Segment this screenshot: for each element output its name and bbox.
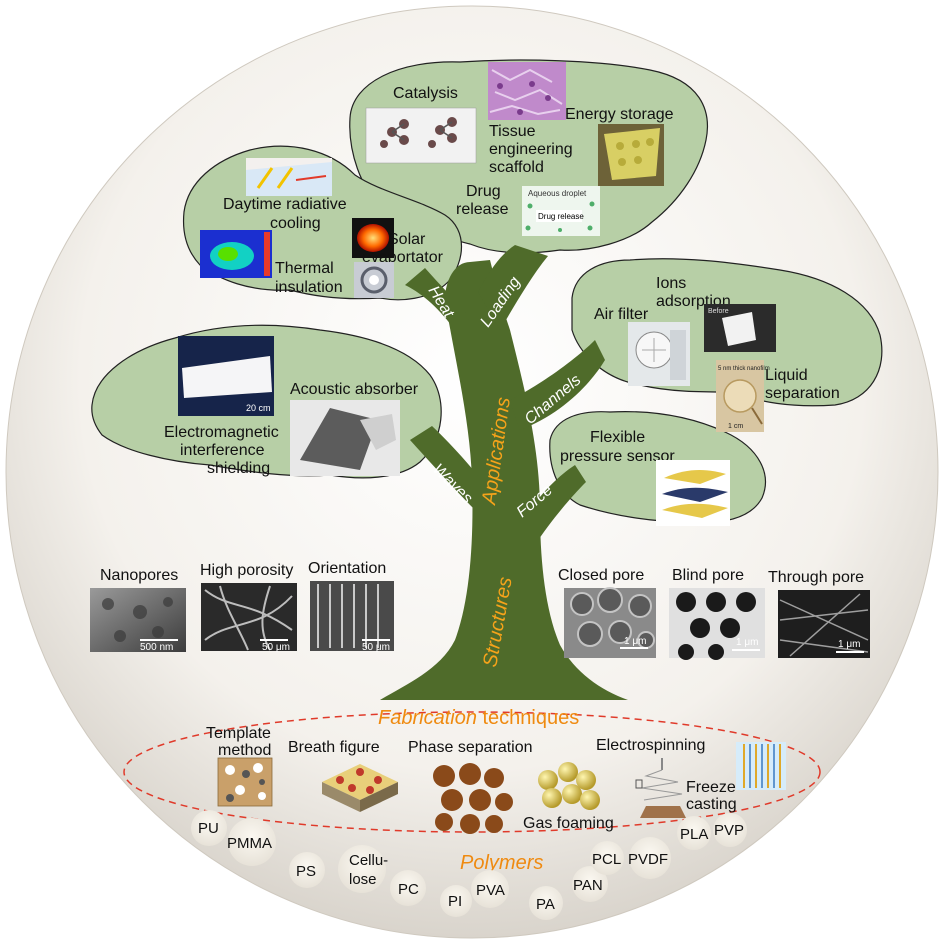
through-pore-scale: 1 μm [838, 639, 860, 650]
porosity-label: High porosity [200, 562, 293, 579]
polymer-ps: PS [296, 863, 316, 880]
polymer-pvp: PVP [714, 822, 744, 839]
air-filter-label: Air filter [594, 306, 649, 323]
emi-scale: 20 cm [246, 403, 271, 413]
polymer-pmma: PMMA [227, 835, 272, 852]
blind-pore-scale: 1 μm [736, 637, 758, 648]
polymer-pva: PVA [476, 882, 505, 899]
thermal-image [200, 230, 272, 278]
energy-storage-image [598, 124, 664, 186]
breath-figure-image [322, 764, 398, 812]
breath-figure-label: Breath figure [288, 739, 380, 756]
template-label: Template method [206, 725, 275, 759]
energy-storage-label: Energy storage [565, 106, 674, 123]
ions-before-caption: Before [708, 308, 729, 315]
polymer-pa: PA [536, 896, 555, 913]
liquid-scale: 1 cm [728, 423, 743, 430]
freeze-casting-image [736, 742, 786, 790]
flexible-sensor-label: Flexible pressure sensor [560, 429, 675, 465]
liquid-separation-label: Liquid separation [765, 367, 840, 402]
through-pore-label: Through pore [768, 569, 864, 586]
polymer-pvdf: PVDF [628, 851, 668, 868]
fabrication-title: Fabrication techniques [378, 707, 579, 729]
solar-image [352, 218, 394, 258]
blind-pore-label: Blind pore [672, 567, 744, 584]
nanopores-label: Nanopores [100, 567, 178, 584]
acoustic-label: Acoustic absorber [290, 381, 419, 398]
template-method-image [217, 757, 273, 807]
flexible-sensor-image [656, 460, 730, 526]
emi-image: 20 cm [178, 336, 274, 416]
polymer-pan: PAN [573, 877, 603, 894]
polymer-bubbles [191, 810, 747, 920]
electrospinning-image [635, 758, 686, 818]
freeze-casting-label: Freeze casting [686, 779, 740, 813]
drug-release-image: Aqueous droplet Drug release [522, 186, 600, 236]
orientation-label: Orientation [308, 560, 386, 577]
tree [380, 245, 628, 700]
drug-release-label: Drug release [456, 183, 509, 218]
branch-loading [478, 245, 548, 330]
porosity-scale: 50 μm [262, 642, 290, 653]
polymer-pi: PI [448, 893, 462, 910]
polymer-pla: PLA [680, 826, 708, 843]
solar-label: Solar evaportator [362, 231, 444, 266]
polymer-pc: PC [398, 881, 419, 898]
polymer-pu: PU [198, 820, 219, 837]
drug-droplet-caption: Aqueous droplet [528, 189, 587, 198]
phase-separation-image [433, 763, 513, 834]
polymer-cellulose: Cellu- lose [349, 852, 392, 888]
tissue-label: Tissue engineering scaffold [489, 123, 577, 176]
closed-pore-scale: 1 μm [624, 636, 646, 647]
catalysis-image [365, 107, 477, 164]
fabrication-title-rest: techniques [477, 707, 579, 729]
ions-image: Before [704, 304, 776, 352]
structure-closed-pore: Closed pore 1 μm [558, 567, 656, 658]
thermal-label: Thermal insulation [275, 260, 343, 296]
tissue-scaffold-image [488, 62, 566, 120]
structure-blind-pore: Blind pore 1 μm [669, 567, 765, 660]
liquid-separation-image: 5 nm thick nanofilm 1 cm [716, 360, 770, 432]
structure-orientation: Orientation 50 μm [308, 560, 394, 653]
liquid-caption: 5 nm thick nanofilm [718, 366, 770, 372]
branch-force [520, 465, 586, 545]
catalysis-label: Catalysis [393, 85, 458, 102]
closed-pore-label: Closed pore [558, 567, 644, 584]
nanopores-scale: 500 nm [140, 642, 173, 653]
phase-separation-label: Phase separation [408, 739, 533, 756]
drug-release-caption: Drug release [538, 212, 584, 221]
solar-device-image [354, 262, 394, 298]
gas-foaming-image [538, 762, 600, 810]
gas-foaming-label: Gas foaming [523, 815, 614, 832]
fabrication-title-italic: Fabrication [378, 707, 477, 729]
daytime-cooling-image [246, 158, 332, 196]
structure-high-porosity: High porosity 50 μm [200, 562, 297, 653]
tree-trunk [380, 260, 628, 700]
branch-channels [510, 340, 605, 430]
branch-heat [405, 268, 470, 330]
polymers-title: Polymers [460, 852, 543, 874]
structure-nanopores: Nanopores 500 nm [90, 567, 186, 653]
orientation-scale: 50 μm [362, 642, 390, 653]
acoustic-image [290, 400, 400, 476]
electrospinning-label: Electrospinning [596, 737, 705, 754]
daytime-cooling-label: Daytime radiative cooling [223, 196, 351, 232]
polymer-pcl: PCL [592, 851, 621, 868]
emi-label: Electromagnetic interference shielding [164, 424, 283, 477]
branch-waves [410, 426, 495, 515]
air-filter-image [628, 322, 690, 386]
structure-through-pore: Through pore 1 μm [768, 569, 870, 658]
